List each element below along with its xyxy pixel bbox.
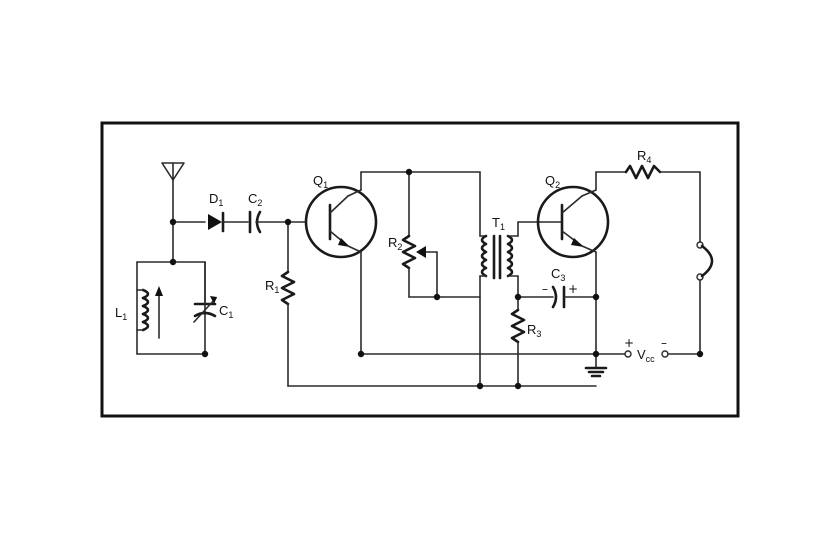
c1-label: C1 — [219, 303, 233, 320]
vcc-positive-terminal — [624, 350, 632, 358]
q1-label: Q1 — [313, 173, 328, 190]
c3-plus-sign: + — [568, 282, 578, 296]
junction-dots — [169, 168, 704, 390]
ground-icon — [584, 366, 608, 378]
r3-label: R3 — [527, 322, 541, 339]
potentiometer-r2 — [401, 171, 481, 298]
diode-d1 — [208, 211, 249, 233]
r4-label: R4 — [637, 148, 651, 165]
inductor-l1 — [136, 286, 163, 339]
t1-label: T1 — [492, 215, 505, 232]
diagram-frame — [100, 121, 740, 418]
l1-label: L1 — [115, 305, 127, 322]
transformer-t1 — [479, 171, 541, 387]
transistor-q2 — [536, 171, 610, 369]
vcc-negative-terminal — [661, 350, 669, 358]
variable-capacitor-c1 — [193, 261, 217, 323]
transistor-q1 — [304, 171, 378, 355]
vcc-label: Vcc — [637, 347, 655, 364]
c3-label: C3 — [551, 266, 565, 283]
vcc-minus-sign: – — [661, 336, 667, 350]
resistor-r4 — [595, 164, 701, 243]
vcc-plus-sign: + — [624, 336, 634, 350]
c2-label: C2 — [248, 191, 262, 208]
capacitor-c2 — [248, 210, 306, 234]
q2-label: Q2 — [545, 173, 560, 190]
resistor-r3 — [510, 308, 526, 387]
resistor-r1 — [280, 221, 296, 387]
antenna-icon — [161, 162, 185, 263]
r2-label: R2 — [388, 235, 402, 252]
d1-label: D1 — [209, 191, 223, 208]
r1-label: R1 — [265, 278, 279, 295]
capacitor-c3 — [517, 285, 597, 309]
c3-minus-sign: – — [542, 282, 548, 296]
earphone-icon — [696, 241, 714, 355]
